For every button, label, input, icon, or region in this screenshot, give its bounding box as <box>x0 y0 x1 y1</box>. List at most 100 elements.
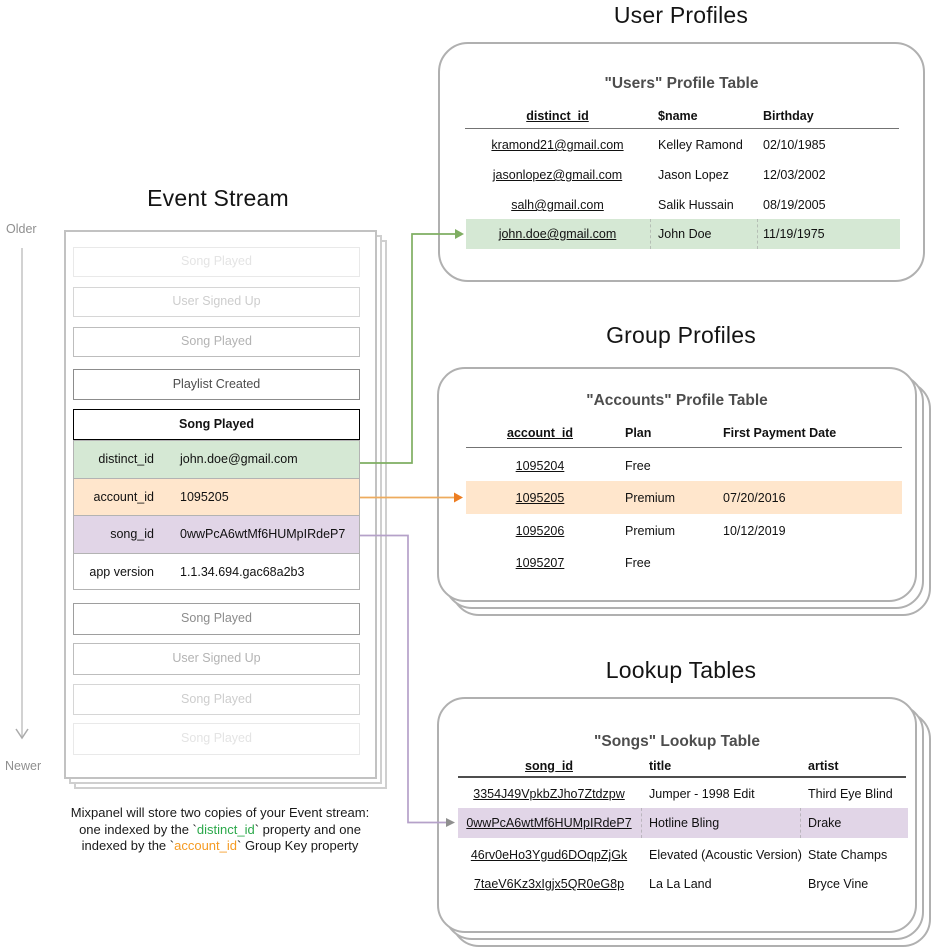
event-box-faded: Song Played <box>73 327 360 357</box>
accounts-cell-account-id: 1095205 <box>515 490 565 505</box>
songs-cell-song-id: 7taeV6Kz3xIgjx5QR0eG8p <box>473 877 625 891</box>
property-key: account_id <box>93 489 154 504</box>
users-header-distinct-id: distinct_id <box>526 109 589 123</box>
accounts-cell-plan: Premium <box>625 523 676 538</box>
column-separator <box>650 219 651 249</box>
users-cell-birthday: 12/03/2002 <box>763 168 826 182</box>
property-value: 1.1.34.694.gac68a2b3 <box>180 565 305 580</box>
event-box-faded: Song Played <box>73 247 360 277</box>
songs-cell-artist: Drake <box>808 816 842 830</box>
property-row-account-id: account_id 1095205 <box>74 478 359 516</box>
users-cell-distinct-id: jasonlopez@gmail.com <box>492 168 623 182</box>
property-key: distinct_id <box>98 452 154 467</box>
songs-highlighted-row-background <box>458 808 908 838</box>
users-cell-birthday: 11/19/1975 <box>763 227 825 241</box>
event-box-faded: User Signed Up <box>73 643 360 675</box>
users-cell-distinct-id: salh@gmail.com <box>511 198 604 212</box>
users-header-name: $name <box>658 109 698 123</box>
songs-cell-title: La La Land <box>649 877 712 891</box>
songs-cell-song-id: 0wwPcA6wtMf6HUMpIRdeP7 <box>466 816 632 830</box>
table-row-highlighted: 1095205 Premium 07/20/2016 <box>0 481 941 514</box>
accounts-cell-plan: Free <box>625 458 651 473</box>
older-label: Older <box>6 222 37 236</box>
property-value: 0wwPcA6wtMf6HUMpIRdeP7 <box>180 527 346 542</box>
songs-cell-title: Hotline Bling <box>649 816 720 830</box>
column-separator <box>757 219 758 249</box>
caption-text: one indexed by the ` <box>79 821 197 837</box>
songs-header-divider <box>458 776 906 778</box>
users-cell-birthday: 08/19/2005 <box>763 198 826 212</box>
users-cell-name: Salik Hussain <box>658 198 734 212</box>
property-value: 1095205 <box>180 489 229 504</box>
accounts-cell-first-payment-date: 07/20/2016 <box>723 490 786 505</box>
account-id-code: account_id <box>174 838 237 853</box>
property-row-song-id: song_id 0wwPcA6wtMf6HUMpIRdeP7 <box>74 516 359 554</box>
caption-text: indexed by the ` <box>81 838 175 853</box>
property-value: john.doe@gmail.com <box>180 452 298 467</box>
songs-cell-artist: Bryce Vine <box>808 877 869 891</box>
songs-header-title: title <box>649 758 672 773</box>
caption-line-3: indexed by the `account_id` Group Key pr… <box>30 838 410 855</box>
column-separator <box>641 808 642 838</box>
table-row: 1095204 Free <box>0 450 941 481</box>
accounts-table-title: "Accounts" Profile Table <box>586 392 768 409</box>
event-stream-title: Event Stream <box>147 185 289 211</box>
songs-cell-title: Elevated (Acoustic Version) <box>649 848 802 862</box>
caption-text: ` property and one <box>254 821 361 837</box>
accounts-cell-plan: Free <box>625 555 651 570</box>
users-header-birthday: Birthday <box>763 109 814 123</box>
users-cell-name: John Doe <box>658 227 712 241</box>
accounts-cell-account-id: 1095207 <box>515 555 565 570</box>
property-key: app version <box>89 565 154 580</box>
accounts-table-header-row: account_id Plan First Payment Date <box>0 423 941 443</box>
accounts-highlighted-row-background <box>466 481 902 514</box>
songs-cell-song-id: 3354J49VpkbZJho7Ztdzpw <box>473 787 625 801</box>
group-profiles-title: Group Profiles <box>606 322 756 348</box>
songs-cell-song-id: 46rv0eHo3Ygud6DOqpZjGk <box>470 848 628 862</box>
songs-cell-artist: Third Eye Blind <box>808 787 893 801</box>
table-row: 7taeV6Kz3xIgjx5QR0eG8p La La Land Bryce … <box>0 869 941 899</box>
table-row: 1095206 Premium 10/12/2019 <box>0 514 941 547</box>
users-cell-name: Jason Lopez <box>658 168 729 182</box>
accounts-header-account-id: account_id <box>507 426 573 440</box>
users-table-title: "Users" Profile Table <box>604 75 759 92</box>
accounts-cell-plan: Premium <box>625 490 676 505</box>
accounts-header-plan: Plan <box>625 426 652 440</box>
property-row-distinct-id: distinct_id john.doe@gmail.com <box>74 441 359 479</box>
accounts-cell-first-payment-date: 10/12/2019 <box>723 523 786 538</box>
table-row-highlighted: john.doe@gmail.com John Doe 11/19/1975 <box>0 219 941 249</box>
table-row: salh@gmail.com Salik Hussain 08/19/2005 <box>0 190 941 220</box>
songs-header-song-id: song_id <box>525 758 573 773</box>
users-cell-distinct-id: john.doe@gmail.com <box>498 227 617 241</box>
selected-event-properties: distinct_id john.doe@gmail.com account_i… <box>73 440 360 590</box>
down-arrowhead-icon <box>15 728 29 740</box>
users-table-header-row: distinct_id $name Birthday <box>0 105 941 127</box>
caption-line-2: one indexed by the `distinct_id` propert… <box>30 822 410 839</box>
selected-event-header: Song Played <box>73 409 360 440</box>
songs-table-header-row: song_id title artist <box>0 756 941 775</box>
users-highlighted-row-background <box>466 219 900 249</box>
event-box-faded: Song Played <box>73 723 360 755</box>
accounts-header-first-payment-date: First Payment Date <box>723 426 837 440</box>
lookup-tables-title: Lookup Tables <box>605 657 757 683</box>
songs-cell-title: Jumper - 1998 Edit <box>649 787 755 801</box>
accounts-cell-account-id: 1095206 <box>515 523 565 538</box>
event-box-faded: Playlist Created <box>73 369 360 400</box>
table-row-highlighted: 0wwPcA6wtMf6HUMpIRdeP7 Hotline Bling Dra… <box>0 808 941 838</box>
caption-line-1: Mixpanel will store two copies of your E… <box>70 805 370 820</box>
table-row: 1095207 Free <box>0 547 941 578</box>
caption-text: ` Group Key property <box>237 838 359 853</box>
users-cell-distinct-id: kramond21@gmail.com <box>491 138 624 152</box>
accounts-cell-account-id: 1095204 <box>515 458 565 473</box>
caption: Mixpanel will store two copies of your E… <box>30 805 410 855</box>
accounts-header-divider <box>466 447 902 448</box>
users-cell-birthday: 02/10/1985 <box>763 138 826 152</box>
column-separator <box>800 808 801 838</box>
songs-header-artist: artist <box>808 758 839 773</box>
user-profiles-title: User Profiles <box>613 2 749 28</box>
event-box-faded: User Signed Up <box>73 287 360 317</box>
songs-cell-artist: State Champs <box>808 848 888 862</box>
users-header-divider <box>465 128 899 129</box>
table-row: kramond21@gmail.com Kelley Ramond 02/10/… <box>0 130 941 160</box>
table-row: 46rv0eHo3Ygud6DOqpZjGk Elevated (Acousti… <box>0 840 941 870</box>
